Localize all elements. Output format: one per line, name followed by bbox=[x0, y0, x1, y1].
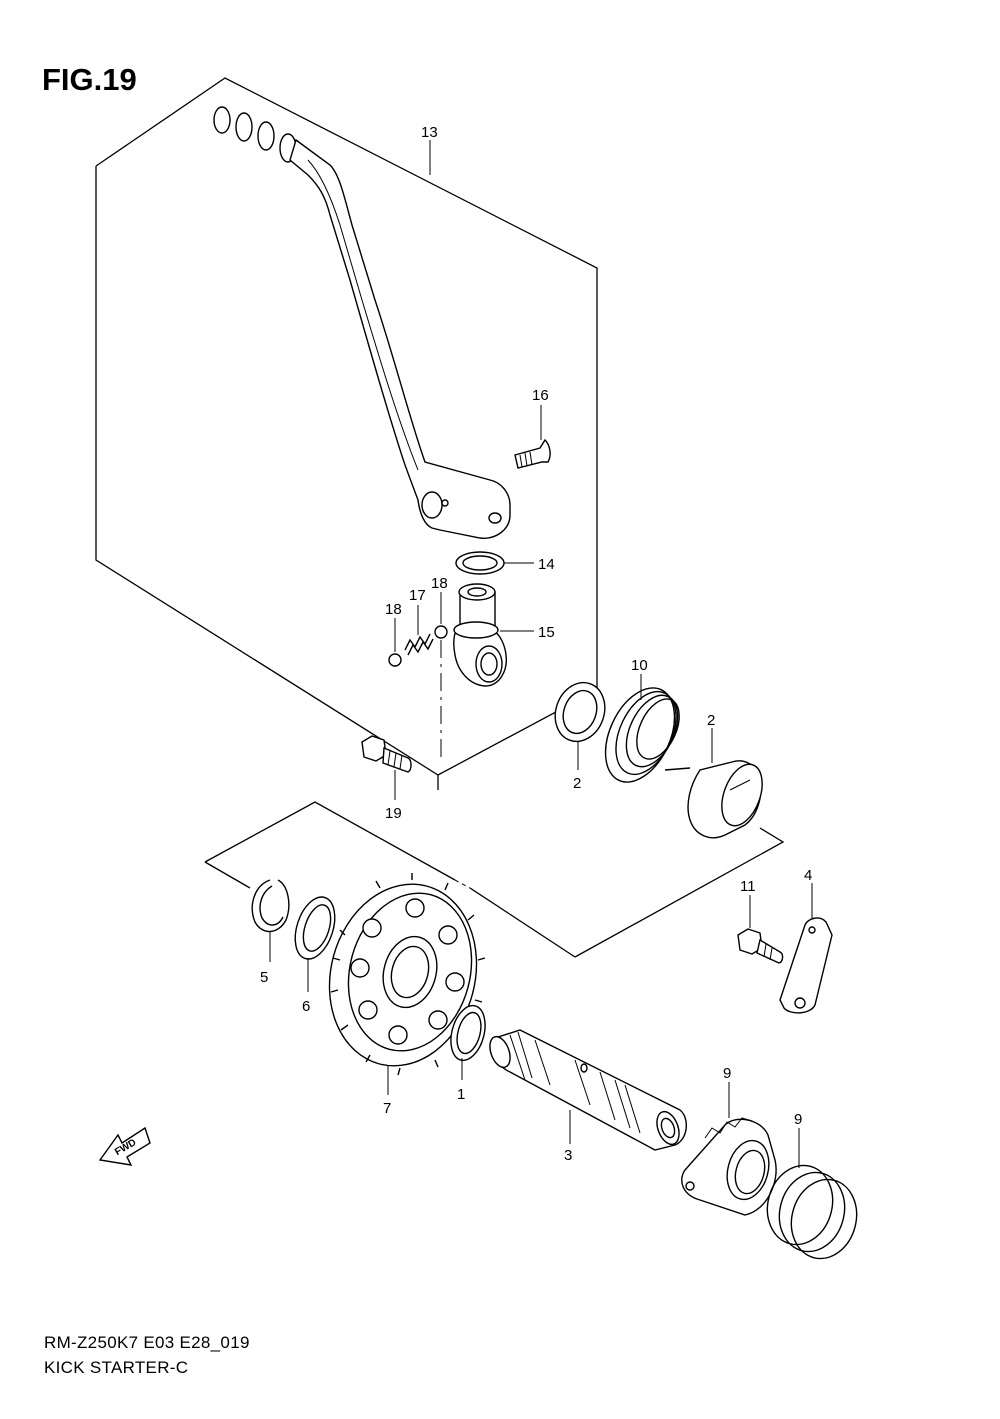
callout-8: 2 bbox=[573, 775, 581, 792]
spring-part-9 bbox=[766, 1164, 858, 1260]
model-code: RM-Z250K7 E03 E28_019 bbox=[44, 1333, 250, 1352]
upper-assembly-frame bbox=[95, 77, 598, 790]
callout-5: 7 bbox=[383, 1100, 391, 1117]
kick-gear-part-5 bbox=[328, 873, 486, 1076]
kick-lever-part-13 bbox=[213, 106, 511, 539]
callout-16: 16 bbox=[532, 387, 549, 404]
callout-18-right: 18 bbox=[431, 575, 448, 592]
lower-assembly-frame bbox=[204, 801, 785, 958]
bolt-part-16 bbox=[514, 438, 551, 469]
callout-4: 4 bbox=[804, 867, 812, 884]
kick-boss-part-15 bbox=[453, 583, 507, 687]
callout-15: 15 bbox=[538, 624, 555, 641]
bolt-part-19 bbox=[361, 735, 412, 773]
figure-name: KICK STARTER-C bbox=[44, 1358, 189, 1377]
callout-2-label: 2 bbox=[707, 712, 715, 729]
callout-6: 6 bbox=[302, 998, 310, 1015]
callout-12: 5 bbox=[260, 969, 268, 986]
callout-10: 10 bbox=[631, 657, 648, 674]
callout-18-left: 18 bbox=[385, 601, 402, 618]
guide-part-2 bbox=[687, 760, 763, 839]
fwd-direction-icon: FWD bbox=[98, 1126, 151, 1166]
return-spring-part-10 bbox=[604, 687, 691, 783]
kick-shaft-part-1 bbox=[489, 1029, 687, 1151]
figure-title: FIG.19 bbox=[42, 62, 137, 97]
callout-9: 9 bbox=[794, 1111, 802, 1128]
oil-seal-part-8 bbox=[554, 681, 606, 743]
ball-part-18 bbox=[388, 625, 448, 667]
bolt-part-11 bbox=[737, 928, 784, 964]
stopper-plate-part-4 bbox=[779, 917, 833, 1014]
washer-part-7 bbox=[450, 1004, 486, 1062]
spring-part-17 bbox=[404, 633, 434, 656]
callout-3: 9 bbox=[723, 1065, 731, 1082]
washer-part-6 bbox=[294, 896, 336, 960]
callout-17: 17 bbox=[409, 587, 426, 604]
callout-7: 1 bbox=[457, 1086, 465, 1103]
callout-1: 3 bbox=[564, 1147, 572, 1164]
callout-13: 13 bbox=[421, 124, 438, 141]
callout-14: 14 bbox=[538, 556, 555, 573]
circlip-part-12 bbox=[251, 879, 290, 933]
callout-19: 19 bbox=[385, 805, 402, 822]
washer-part-14 bbox=[455, 551, 505, 575]
ratchet-part-3 bbox=[681, 1117, 777, 1216]
callout-11: 11 bbox=[740, 878, 756, 895]
